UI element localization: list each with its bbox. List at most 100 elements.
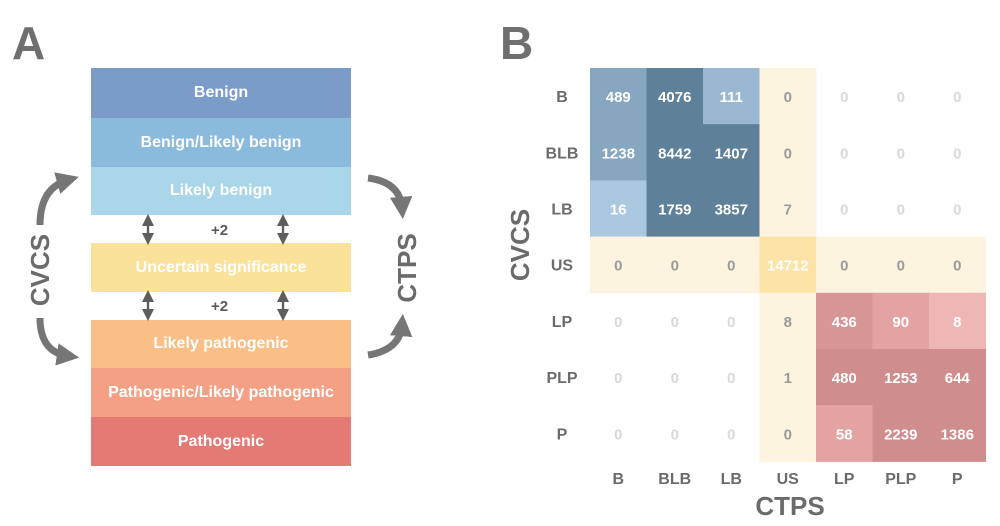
- heatmap-cell: [929, 349, 986, 406]
- cell-value: 1407: [715, 145, 748, 162]
- heatmap-cell: [703, 68, 760, 125]
- cell-value: 4076: [658, 89, 691, 106]
- cell-value: 0: [953, 145, 961, 162]
- heatmap-cell: [872, 292, 930, 350]
- column-label: US: [777, 471, 800, 488]
- band-likely-benign: Likely benign: [91, 167, 351, 215]
- cell-value: 0: [784, 89, 792, 106]
- band-benign: Benign: [91, 68, 351, 118]
- column-label: LP: [834, 471, 855, 488]
- cell-value: 1253: [884, 370, 917, 387]
- heatmap-cell: [759, 405, 817, 462]
- heatmap-cell: [590, 124, 647, 181]
- cell-value: 0: [671, 426, 679, 443]
- row-label: LP: [552, 314, 573, 331]
- cell-value: 0: [897, 89, 905, 106]
- heatmap-cell: [929, 236, 986, 294]
- heatmap-cell: [816, 236, 873, 294]
- heatmap-cell: [759, 292, 817, 350]
- row-label: LB: [551, 202, 572, 219]
- plus-two-lower: +2: [211, 298, 229, 315]
- cell-value: 0: [727, 426, 735, 443]
- y-axis-title: CVCS: [505, 209, 535, 281]
- heatmap-cell: [759, 236, 817, 294]
- row-label: US: [551, 258, 574, 275]
- cell-value: 0: [614, 426, 622, 443]
- cell-value: 0: [671, 314, 679, 331]
- band-uncertain-significance: Uncertain significance: [91, 243, 351, 292]
- cell-value: 0: [897, 145, 905, 162]
- heatmap-cell: [929, 292, 986, 350]
- cell-value: 7: [784, 202, 792, 219]
- row-label: B: [556, 89, 568, 106]
- heatmap-cell: [872, 349, 930, 406]
- heatmap-cell: [646, 236, 704, 294]
- cell-value: 3857: [715, 202, 748, 219]
- heatmap-cell: [703, 180, 760, 238]
- cell-value: 0: [840, 145, 848, 162]
- cell-value: 0: [784, 426, 792, 443]
- heatmap-cell: [929, 405, 986, 462]
- band-label: Pathogenic/Likely pathogenic: [108, 383, 334, 401]
- band-label: Benign: [193, 84, 249, 101]
- cell-value: 0: [897, 202, 905, 219]
- heatmap-cell: [759, 349, 817, 406]
- row-label: PLP: [546, 370, 577, 387]
- cell-value: 0: [897, 258, 905, 275]
- cell-value: 1: [784, 370, 792, 387]
- band-pathogenic-likely-pathogenic: Pathogenic/Likely pathogenic: [91, 368, 351, 417]
- column-label: LB: [721, 471, 742, 488]
- heatmap-cell: [816, 405, 873, 462]
- band-label: Likely pathogenic: [153, 335, 289, 352]
- band-label: Uncertain significance: [135, 258, 307, 276]
- band-likely-pathogenic: Likely pathogenic: [91, 320, 351, 368]
- band-label: Likely benign: [169, 182, 273, 199]
- plus-two-upper: +2: [211, 222, 229, 239]
- heatmap-cell: [590, 68, 647, 125]
- cell-value: 0: [727, 258, 735, 275]
- cell-value: 0: [953, 258, 961, 275]
- column-label: BLB: [658, 471, 691, 488]
- cell-value: 644: [945, 370, 971, 387]
- cell-value: 14712: [767, 258, 809, 275]
- heatmap-cell: [759, 68, 817, 125]
- cell-value: 0: [784, 145, 792, 162]
- heatmap-cell: [646, 180, 704, 238]
- cell-value: 8442: [658, 145, 691, 162]
- cell-value: 0: [953, 89, 961, 106]
- cell-value: 58: [836, 426, 853, 443]
- cell-value: 8: [953, 314, 961, 331]
- heatmap-cell: [646, 68, 704, 125]
- cell-value: 1386: [941, 426, 974, 443]
- cell-value: 0: [614, 258, 622, 275]
- cell-value: 0: [840, 258, 848, 275]
- cell-value: 16: [610, 202, 627, 219]
- cell-value: 0: [614, 314, 622, 331]
- cell-value: 436: [832, 314, 857, 331]
- column-label: B: [612, 471, 624, 488]
- cell-value: 0: [727, 314, 735, 331]
- band-pathogenic: Pathogenic: [91, 417, 351, 466]
- band-label: Pathogenic: [177, 432, 265, 450]
- cell-value: 480: [832, 370, 857, 387]
- cell-value: 0: [953, 202, 961, 219]
- band-label: Benign/Likely benign: [140, 133, 302, 151]
- heatmap-cell: [703, 124, 760, 181]
- heatmap-cell: [759, 124, 817, 181]
- heatmap-cell: [872, 236, 930, 294]
- column-label: PLP: [885, 471, 916, 488]
- cell-value: 1759: [658, 202, 691, 219]
- heatmap-cell: [816, 292, 873, 350]
- x-axis-title: CTPS: [755, 491, 824, 521]
- cell-value: 489: [606, 89, 631, 106]
- heatmap-cell: [816, 349, 873, 406]
- panel-b-letter: B: [500, 17, 534, 69]
- cell-value: 1238: [602, 145, 635, 162]
- cell-value: 0: [671, 258, 679, 275]
- heatmap-cell: [703, 236, 760, 294]
- cell-value: 2239: [884, 426, 917, 443]
- row-label: P: [557, 426, 568, 443]
- row-label: BLB: [546, 145, 579, 162]
- panel-a-letter: A: [12, 17, 46, 69]
